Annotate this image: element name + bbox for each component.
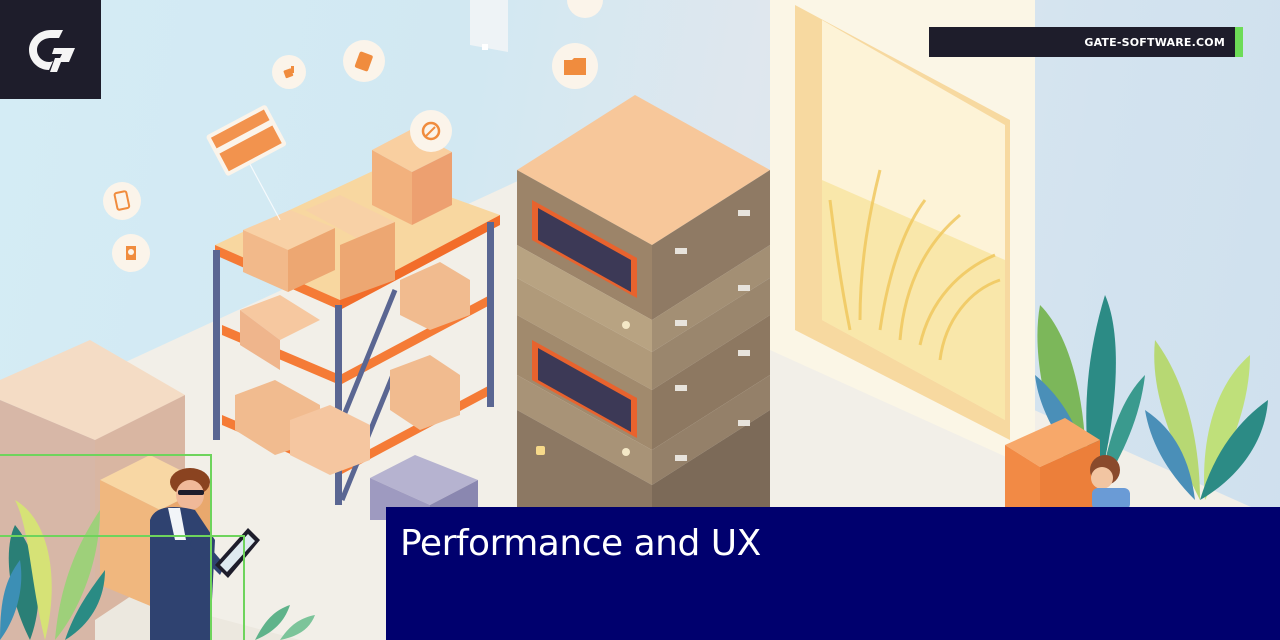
caption-panel: Performance and UX [386, 507, 1280, 640]
site-url-banner[interactable]: GATE-SOFTWARE.COM [929, 27, 1235, 57]
document-icon [343, 40, 385, 82]
highlight-frame-inner [0, 535, 245, 640]
folder-icon [552, 43, 598, 89]
banner-accent-bar [1235, 27, 1243, 57]
highlight-frame-outer [0, 454, 212, 640]
page-title: Performance and UX [400, 523, 761, 564]
site-url-text: GATE-SOFTWARE.COM [1084, 35, 1225, 49]
clock-icon [410, 110, 452, 152]
badge-icon [112, 234, 150, 272]
logo-g-icon [28, 29, 75, 72]
tool-icon [272, 55, 306, 89]
tablet-icon [103, 182, 141, 220]
gate-software-logo[interactable] [0, 0, 101, 99]
